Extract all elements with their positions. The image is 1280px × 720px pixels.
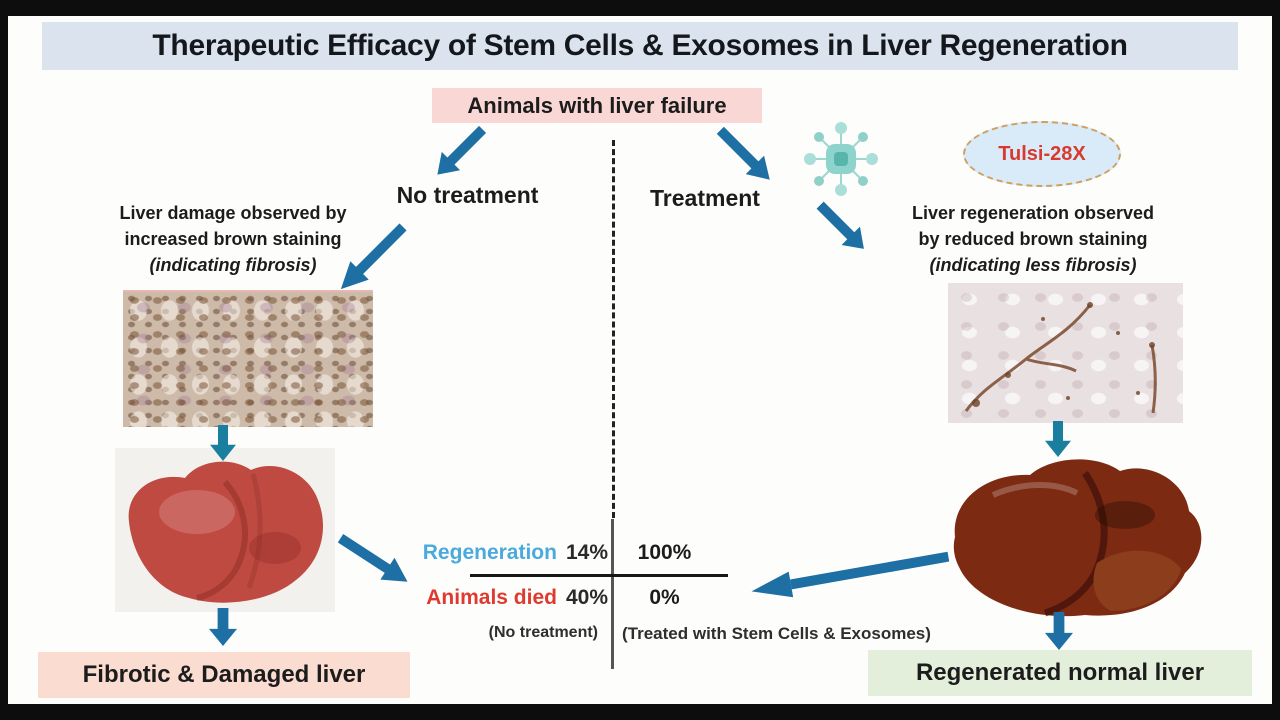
flow-arrow-icon-no-treatment-to-histology [340, 223, 407, 290]
treatment-name: Tulsi-28X [998, 142, 1086, 165]
center-dashed-divider [612, 140, 615, 518]
flow-arrow-icon-treatment-to-finding [816, 201, 864, 249]
flow-arrow-icon-left-liver-to-stats [337, 534, 408, 582]
flow-arrow-icon-left-histology-to-liver [210, 425, 236, 461]
flow-arrow-icon-left-liver-to-outcome [209, 608, 237, 646]
right-finding-line1: Liver regeneration observed [911, 203, 1155, 223]
stats-vertical-divider [611, 519, 614, 669]
stats-horizontal-divider [470, 574, 728, 577]
fibrotic-liver-photo [115, 448, 335, 612]
stats-row-animals-died: Animals died 40% [395, 586, 608, 610]
regeneration-label: Regeneration [422, 541, 557, 564]
flow-arrow-icon-source-to-treatment [716, 126, 770, 180]
flow-arrow-icon-source-to-no-treatment [437, 125, 487, 175]
animals-died-no-treatment-value: 40% [565, 586, 608, 609]
frame-border-right [1272, 0, 1280, 720]
regenerated-liver-photo [935, 445, 1225, 625]
left-finding-text: Liver damage observed by increased brown… [98, 200, 368, 278]
fibrotic-histology-image [123, 290, 373, 427]
left-finding-line2: increased brown staining [124, 229, 342, 249]
flow-arrow-icon-right-liver-to-outcome [1045, 612, 1073, 650]
flow-arrow-icon-right-histology-to-liver [1045, 421, 1071, 457]
exosome-cell-icon [804, 122, 878, 196]
treatment-name-oval: Tulsi-28X [963, 121, 1121, 187]
figure-title: Therapeutic Efficacy of Stem Cells & Exo… [42, 22, 1238, 70]
left-finding-line1: Liver damage observed by [119, 203, 347, 223]
frame-border-top [0, 0, 1280, 16]
frame-border-left [0, 0, 8, 720]
left-finding-line3: (indicating fibrosis) [149, 255, 317, 275]
source-box: Animals with liver failure [432, 88, 762, 123]
right-finding-line2: by reduced brown staining [918, 229, 1148, 249]
regenerated-liver-outcome-label: Regenerated normal liver [868, 650, 1252, 696]
no-treatment-label: No treatment [396, 182, 539, 208]
animals-died-label: Animals died [426, 586, 557, 609]
right-finding-line3: (indicating less fibrosis) [929, 255, 1137, 275]
regeneration-no-treatment-value: 14% [565, 541, 608, 564]
right-finding-text: Liver regeneration observed by reduced b… [888, 200, 1178, 278]
flow-arrow-icon-right-liver-to-stats [751, 551, 950, 598]
regenerated-histology-image [948, 283, 1183, 423]
stats-row-regeneration: Regeneration 14% [395, 541, 608, 565]
no-treatment-caption: (No treatment) [488, 624, 598, 641]
regeneration-treated-value: 100% [637, 541, 692, 564]
treatment-label: Treatment [650, 185, 760, 211]
fibrotic-liver-outcome-label: Fibrotic & Damaged liver [38, 652, 410, 698]
treated-caption: (Treated with Stem Cells & Exosomes) [622, 624, 931, 643]
animals-died-treated-value: 0% [649, 586, 680, 609]
frame-border-bottom [0, 704, 1280, 720]
